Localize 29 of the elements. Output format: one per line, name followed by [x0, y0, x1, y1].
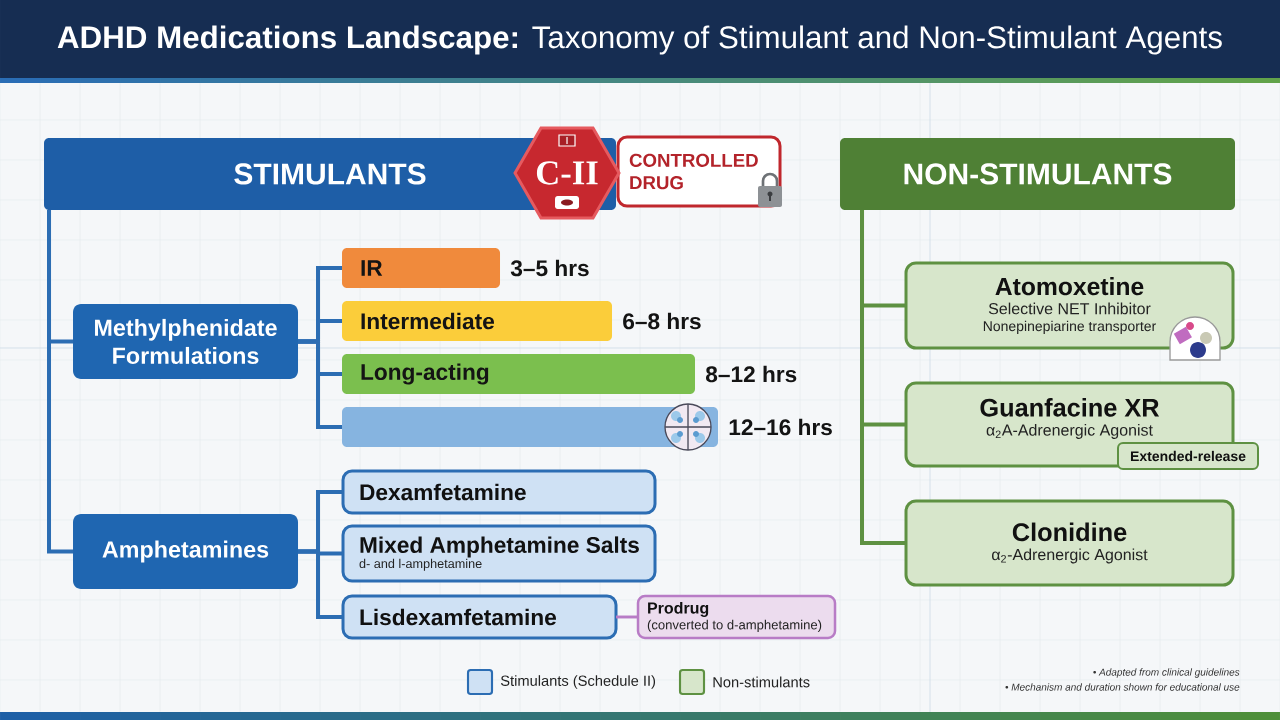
drug-box: Dexamfetamine [341, 469, 657, 515]
group-box: Amphetamines [73, 514, 298, 589]
duration-label: 3–5 hrs [510, 259, 589, 277]
legend-label: Stimulants (Schedule II) [500, 675, 656, 689]
header-band: NON-STIMULANTS [840, 138, 1235, 210]
duration-label: 12–16 hrs [729, 418, 832, 436]
group-box: Methylphenidate Formulations [73, 304, 298, 379]
drug-box: Lisdexamfetamine [341, 594, 618, 640]
note-box: Prodrug (converted to d-amphetamine) [636, 594, 837, 640]
duration-bar: IR [342, 248, 500, 288]
warning-badge: CONTROLLED DRUG [616, 135, 782, 208]
drug-box: Mixed Amphetamine Salts d- and l-amphetamine [341, 524, 657, 583]
connector-line [298, 339, 342, 429]
duration-bar: Intermediate [342, 301, 612, 341]
duration-label: 8–12 hrs [706, 365, 797, 383]
connector-line [47, 210, 73, 554]
connector-line [860, 210, 906, 545]
drug-box: Clonidine α$_{2}$-Adrenergic Agonist [904, 499, 1235, 587]
hexagon-badge: C-II [513, 126, 621, 220]
tag-box: Extended-release [1117, 442, 1259, 470]
connector-line [298, 549, 343, 619]
footnote: • Adapted from clinical guidelines [1093, 668, 1240, 678]
title: ADHD Medications Landscape: Taxonomy of Stimulant and Non-Stimulant Agents [57, 25, 1222, 55]
duration-bar: Long-acting [342, 354, 695, 394]
legend-label: Non-stimulants [713, 676, 810, 688]
drug-box: Atomoxetine Selective NET Inhibitor Nonepinepiarine transporter [904, 261, 1235, 350]
duration-label: 6–8 hrs [623, 312, 701, 330]
footnote: • Mechanism and duration shown for educational use [1005, 683, 1240, 691]
connector-line [616, 615, 638, 619]
